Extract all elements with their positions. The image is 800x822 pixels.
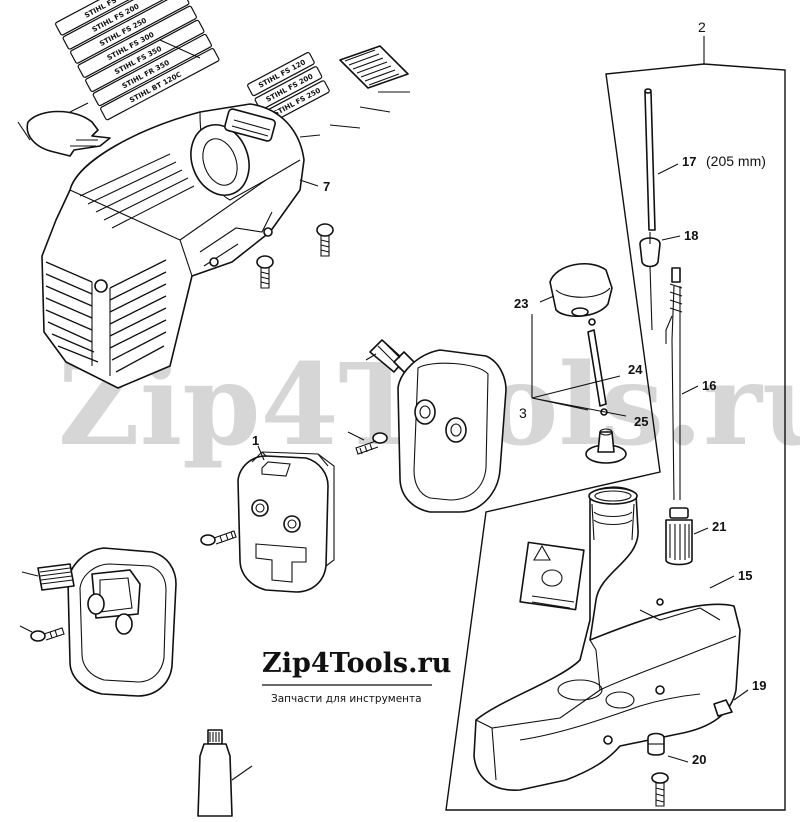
decal-large-5 xyxy=(70,0,190,64)
callout-20: 20 xyxy=(692,752,706,767)
callout-24: 24 xyxy=(628,362,643,377)
screw-shroud-left xyxy=(256,255,274,289)
fuel-hose-16 xyxy=(665,267,699,501)
callout-17-note: (205 mm) xyxy=(706,153,766,169)
decal-large-4 xyxy=(77,5,197,78)
brand-tagline: Запчасти для инструмента xyxy=(271,693,422,705)
callout-7: 7 xyxy=(323,179,330,194)
shroud-housing xyxy=(41,103,319,389)
plug-20 xyxy=(647,732,689,807)
decal-large-7 xyxy=(55,0,175,36)
pickup-tube-17 xyxy=(639,88,681,331)
screw-gasket xyxy=(200,530,237,546)
callout-21: 21 xyxy=(712,519,726,534)
screw-shroud-right xyxy=(316,223,334,257)
screw-muffler-left xyxy=(19,625,65,642)
decal-large-1 xyxy=(100,48,220,121)
grommet-19 xyxy=(713,689,749,717)
callout-16: 16 xyxy=(702,378,716,393)
callout-2: 2 xyxy=(698,19,706,35)
callout-17: 17 xyxy=(682,154,696,169)
fuel-filter-21 xyxy=(665,507,709,566)
callout-19: 19 xyxy=(752,678,766,693)
decal-large-2 xyxy=(92,33,212,107)
filter-pad-left xyxy=(21,563,75,591)
muffler-left xyxy=(67,547,177,697)
decal-large-3 xyxy=(85,19,205,93)
fuel-cap-23 xyxy=(539,262,613,326)
fuel-tank-15 xyxy=(473,486,741,791)
decal-large-6 xyxy=(62,0,182,50)
grease-tube xyxy=(197,729,253,817)
callout-18: 18 xyxy=(684,228,698,243)
air-intake-cover-small xyxy=(17,110,111,157)
filter-pad-top xyxy=(339,45,409,89)
brand-name: Zip4Tools.ru xyxy=(262,648,451,679)
decal-small-3 xyxy=(247,51,315,97)
muffler-gasket-1 xyxy=(237,445,335,593)
assembly-frame-2 xyxy=(445,36,786,811)
callout-23: 23 xyxy=(514,296,528,311)
callout-15: 15 xyxy=(738,568,752,583)
callout-1: 1 xyxy=(252,433,259,448)
callout-3: 3 xyxy=(519,405,527,421)
brand-block: Zip4Tools.ru Запчасти для инструмента xyxy=(262,648,451,705)
callout-25: 25 xyxy=(634,414,648,429)
vent-valve-25 xyxy=(585,428,627,464)
decal-sheet-large: STIHL BT 120C STIHL FR 350 STIHL FS 350 … xyxy=(55,0,220,121)
screw-muffler-right xyxy=(347,431,388,455)
muffler-right xyxy=(397,349,507,513)
